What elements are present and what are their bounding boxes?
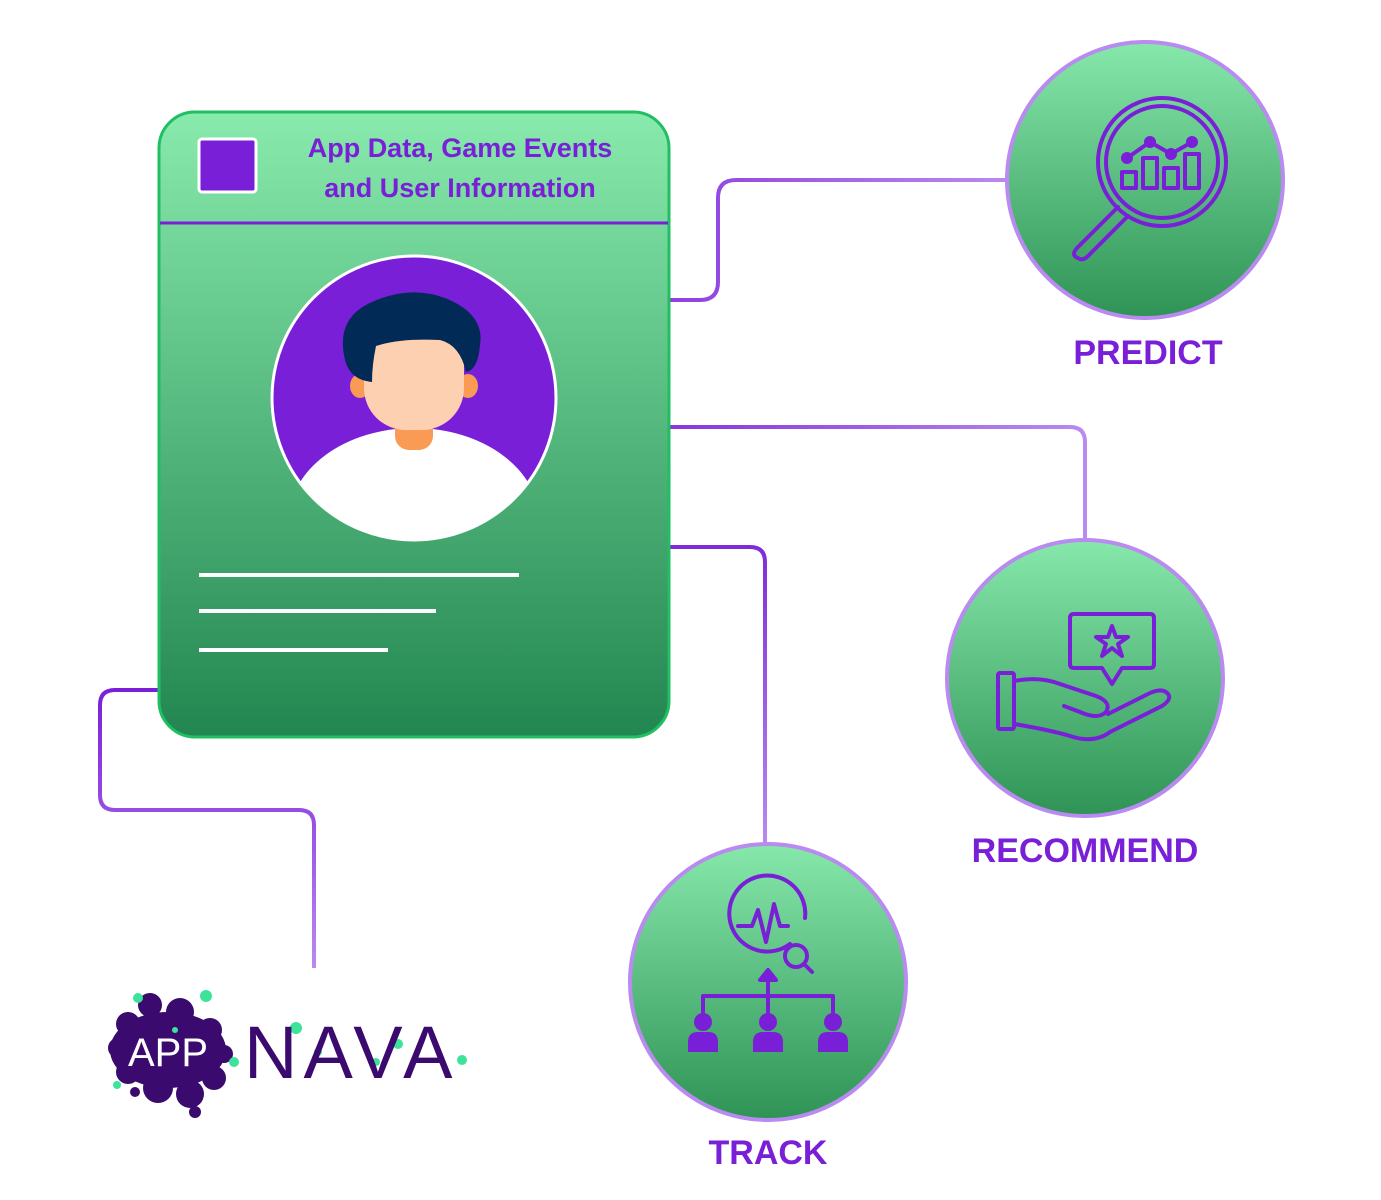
- analytics-people-hierarchy-icon: [701, 873, 835, 1014]
- logo-word: NAVA: [244, 1011, 459, 1094]
- appnava-logo: APP NAVA: [108, 990, 467, 1118]
- connector-predict: [520, 178, 1008, 302]
- logo-badge-text: APP: [128, 1031, 208, 1075]
- card-title-line-2: and User Information: [324, 173, 596, 203]
- people-icons: [688, 1013, 848, 1052]
- recommend-node: [945, 538, 1225, 818]
- card-title-line-1: App Data, Game Events: [307, 133, 613, 163]
- connector-logo: [98, 688, 476, 968]
- track-node: [628, 842, 908, 1122]
- logo-badge: [108, 993, 233, 1118]
- connector-recommend: [555, 425, 1087, 542]
- predict-label: PREDICT: [1073, 334, 1223, 372]
- card-text-lines: [199, 573, 519, 652]
- card-title: App Data, Game Events and User Informati…: [270, 128, 650, 208]
- recommend-label: RECOMMEND: [971, 832, 1199, 870]
- user-data-card: [157, 110, 671, 739]
- magnifier-bar-chart-icon: [1072, 96, 1228, 262]
- predict-node: [1005, 40, 1285, 320]
- hand-star-bubble-icon: [996, 612, 1172, 742]
- avatar: [270, 254, 558, 542]
- card-square-icon: [197, 137, 258, 194]
- logo-dots: [113, 990, 467, 1089]
- track-label: TRACK: [708, 1134, 828, 1172]
